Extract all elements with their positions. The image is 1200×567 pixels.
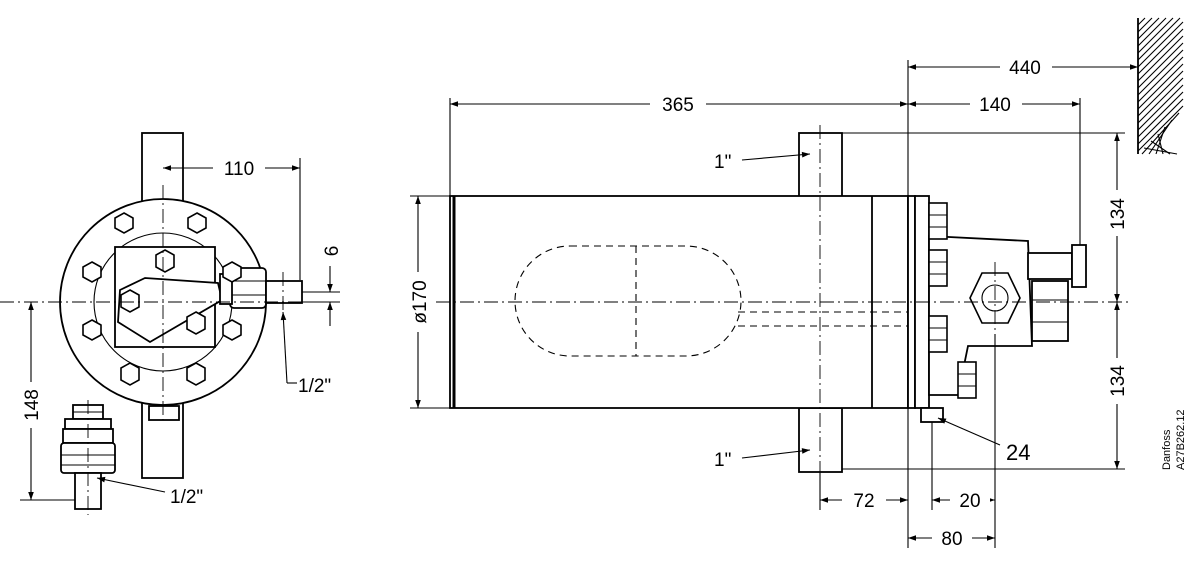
dim-440: 440 [1009, 58, 1041, 79]
hatch-line [1137, 105, 1184, 152]
bolt-icon [82, 261, 102, 283]
bolt-icon [187, 212, 207, 234]
hatch-line [1137, 21, 1184, 68]
hidden-float [514, 245, 742, 357]
dim-365: 365 [662, 95, 694, 116]
hatch-line [1137, 63, 1184, 110]
side-bolts [928, 202, 977, 399]
bottom-nut [148, 405, 180, 421]
hatch-line [1137, 35, 1184, 82]
side-port-body [1027, 252, 1073, 280]
hatch-line [1137, 17, 1174, 54]
dim-148: 148 [22, 389, 43, 421]
label-half-inch-bottom: 1/2" [170, 487, 203, 508]
bolt-icon [928, 202, 948, 240]
flange-bolts [82, 212, 242, 386]
label-item-24: 24 [1006, 440, 1030, 465]
bolt-icon [155, 249, 175, 273]
hatch-line [1137, 42, 1184, 89]
side-view [449, 132, 1087, 473]
label-one-inch-bottom: 1" [714, 450, 731, 471]
outlet-stub [265, 280, 303, 304]
hatch-line [1137, 84, 1184, 131]
hatch-line [1155, 126, 1166, 155]
hatch-line [1141, 112, 1180, 155]
dim-dia-170: ø170 [410, 280, 431, 323]
dim-148-group: 148 [18, 302, 75, 501]
hatch-line [1137, 17, 1160, 40]
hatch-line [1137, 17, 1153, 33]
hatch-line [1157, 133, 1164, 155]
hatch-line [1137, 70, 1184, 117]
dim-80: 80 [941, 529, 962, 550]
label-one-inch-top: 1" [714, 152, 731, 173]
drain-plug [920, 407, 944, 423]
dim-20: 20 [959, 491, 980, 512]
bolt-icon [186, 362, 206, 386]
bolt-icon [120, 289, 140, 313]
wall [1137, 17, 1184, 155]
dim-6-group: 6 [302, 246, 343, 326]
bolt-icon [186, 311, 206, 335]
bolt-icon [928, 315, 948, 353]
bolt-icon [82, 319, 102, 341]
side-port-nut [1071, 244, 1087, 288]
dim-140: 140 [979, 95, 1011, 116]
hatch-line [1143, 147, 1178, 155]
pipe-top [798, 132, 843, 198]
dim-110: 110 [224, 159, 254, 180]
bolt-icon [928, 249, 948, 287]
hatch-line [1137, 17, 1181, 61]
hatch-line [1137, 49, 1184, 96]
block-outlet-nut [1031, 280, 1069, 342]
hatch-line [1137, 56, 1184, 103]
dim-110-group: 110 [163, 155, 301, 280]
hatch-line [1137, 77, 1184, 124]
hatch-line [1148, 119, 1173, 155]
hatch-line [1137, 17, 1167, 47]
dim-134-top: 134 [1108, 198, 1129, 230]
hatch-line [1137, 91, 1184, 138]
bolt-icon [120, 362, 140, 386]
hatch-line [1137, 98, 1184, 145]
hatch-line [1137, 17, 1146, 26]
dim-72: 72 [853, 491, 874, 512]
bolt-icon [957, 361, 977, 399]
hatch-line [1137, 28, 1184, 75]
bolt-icon [114, 212, 134, 234]
label-half-inch-right: 1/2" [298, 376, 331, 397]
bolt-icon [222, 319, 242, 341]
pipe-bottom [798, 407, 843, 473]
dim-6: 6 [322, 246, 343, 257]
reference-brand: Danfoss [1161, 429, 1173, 470]
reference-drawing-no: A27B262.12 [1175, 409, 1187, 470]
dim-134-bottom: 134 [1108, 365, 1129, 397]
bolt-icon [222, 261, 242, 283]
